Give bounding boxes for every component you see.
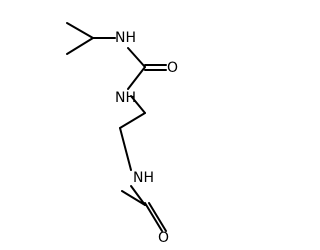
bond-middle-nh-to-ethylene [130, 95, 146, 114]
bond-carbonyl-to-middle-nh [127, 66, 146, 90]
bond-top-nh-to-carbonyl [127, 47, 146, 68]
bond-acetyl-carbonyl-double-2 [148, 202, 167, 232]
structure-diagram: NH O NH NH O [66, 22, 178, 246]
bond-isopropyl-lower-methyl [66, 37, 94, 55]
bond-acetyl-methyl [121, 190, 146, 206]
bond-ethylene-to-bottom-nh [119, 127, 132, 171]
atom-label-nh-bottom: NH [133, 170, 154, 186]
atom-label-nh-middle: NH [115, 90, 136, 106]
atom-label-nh-top: NH [115, 30, 136, 46]
bond-bottom-nh-to-carbonyl [130, 185, 146, 206]
bond-acetyl-carbonyl-double-1 [144, 202, 163, 232]
atom-label-oxygen-bottom: O [158, 230, 169, 246]
bond-isopropyl-upper-methyl [66, 22, 94, 39]
atom-label-oxygen-top: O [167, 60, 178, 76]
bond-ethylene [119, 112, 146, 129]
